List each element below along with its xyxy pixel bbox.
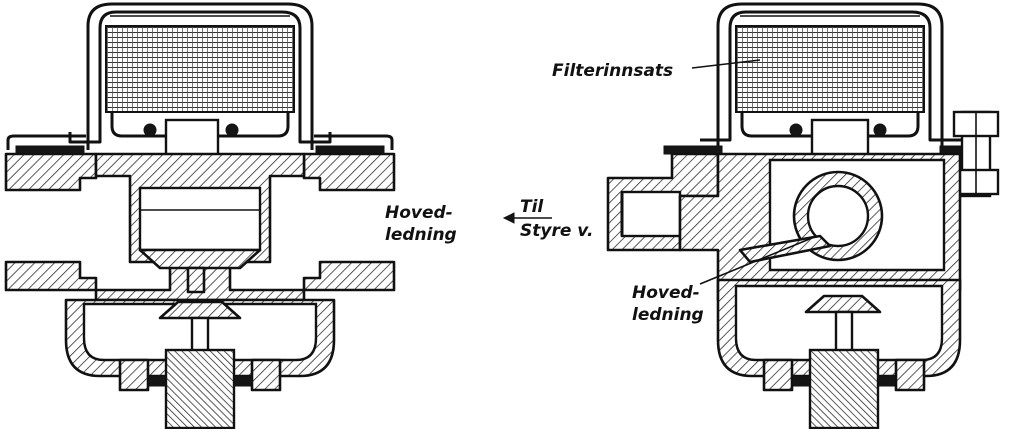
right-poppet [804,294,882,314]
left-bottom-plug [164,348,236,429]
left-inner-chamber [138,186,262,252]
label-to-control-valve-line2: Styre v. [520,221,593,241]
right-valve [606,2,1000,429]
left-valve [4,2,396,429]
right-seal-ring-left [789,123,803,137]
right-filter-mesh [735,25,925,113]
label-filter-insert-text: Filterinnsats [552,61,673,81]
label-right-main-line: Hoved- ledning [632,237,813,325]
left-seal-ring-left [143,123,157,137]
left-poppet [158,300,242,320]
left-filter-cap [68,10,332,144]
leader-filter-insert [691,59,761,69]
right-seal-ring-right [873,123,887,137]
left-seal-ring-right [225,123,239,137]
label-filter-insert: Filterinnsats [552,59,761,81]
left-filter-mesh [105,25,295,113]
label-left-main-line-line1: Hoved- [385,203,453,223]
left-body-left-flange [4,152,98,192]
right-filter-cap [700,10,962,142]
label-to-control-valve: Til Styre v. [502,197,593,241]
label-left-main-line-line2: ledning [385,225,457,245]
label-to-control-valve-line1: Til [520,197,544,217]
right-bottom-plug [808,348,880,429]
label-right-main-line-line1: Hoved- [632,283,700,303]
leader-right-main-line [699,237,813,285]
left-body-right-flange [302,152,396,192]
label-right-main-line-line2: ledning [632,305,704,325]
label-left-main-line: Hoved- ledning [385,203,457,245]
